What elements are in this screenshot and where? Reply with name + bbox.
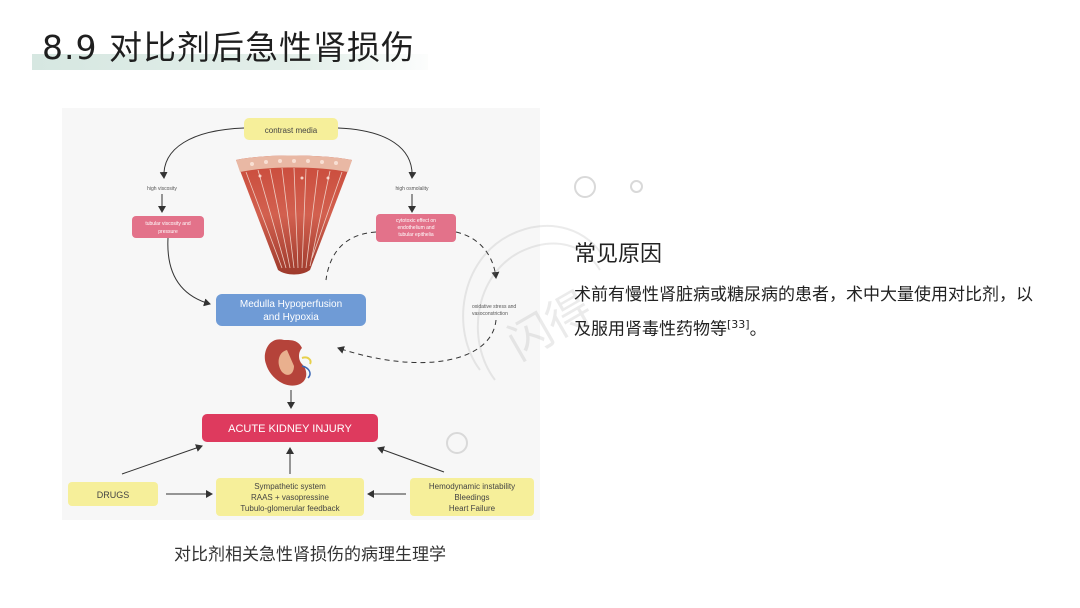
hemodynamic-line2: Bleedings bbox=[454, 493, 489, 502]
citation-ref[interactable]: [33] bbox=[727, 318, 750, 331]
cytotoxic-box bbox=[376, 214, 456, 242]
section-end-punct: 。 bbox=[749, 319, 767, 340]
arrow-tubular-to-medulla bbox=[167, 237, 211, 307]
medulla-line2: and Hypoxia bbox=[263, 312, 319, 323]
diagram-canvas: contrast media high viscosity high osmol… bbox=[68, 118, 534, 516]
decorative-circle-small bbox=[630, 180, 643, 193]
title-underline-band bbox=[32, 54, 428, 70]
arrow-hemodynamic-to-aki bbox=[377, 446, 445, 473]
tubular-viscosity-box bbox=[132, 216, 204, 238]
sympathetic-line1: Sympathetic system bbox=[254, 482, 326, 491]
arrow-to-osmolality bbox=[337, 127, 417, 179]
figure-caption: 对比剂相关急性肾损伤的病理生理学 bbox=[174, 545, 446, 565]
tubular-viscosity-line1: tubular viscosity and bbox=[145, 221, 191, 227]
high-osmolality-label: high osmolality bbox=[395, 186, 429, 192]
aki-box bbox=[202, 414, 378, 442]
contrast-media-box bbox=[244, 118, 338, 140]
dashed-curve-to-cytotoxic bbox=[325, 231, 377, 281]
dashed-arrow-to-medulla bbox=[337, 319, 497, 364]
sympathetic-line2: RAAS + vasopressine bbox=[251, 493, 330, 502]
oxidative-line2: vasoconstriction bbox=[472, 311, 508, 317]
oxidative-line1: oxidative stress and bbox=[472, 304, 516, 310]
sympathetic-box bbox=[216, 478, 364, 516]
watermark-stamp: 闪得 bbox=[440, 200, 620, 404]
medulla-hypoperfusion-box bbox=[216, 294, 366, 326]
section-body: 术前有慢性肾脏病或糖尿病的患者，术中大量使用对比剂，以及服用肾毒性药物等[33]… bbox=[574, 280, 1034, 345]
tubular-viscosity-line2: pressure bbox=[158, 229, 178, 235]
cytotoxic-line1: cytotoxic effect on bbox=[396, 218, 436, 224]
hemodynamic-box bbox=[410, 478, 534, 516]
sympathetic-line3: Tubulo-glomerular feedback bbox=[240, 504, 340, 513]
decorative-circle-medium bbox=[446, 432, 468, 454]
aki-label: ACUTE KIDNEY INJURY bbox=[228, 423, 352, 435]
page-title: 8.9 对比剂后急性肾损伤 bbox=[42, 28, 415, 67]
hemodynamic-line3: Heart Failure bbox=[449, 504, 496, 513]
decorative-circle-large bbox=[574, 176, 596, 198]
drugs-box bbox=[68, 482, 158, 506]
arrow-drugs-to-aki bbox=[121, 444, 203, 475]
cytotoxic-line3: tubular epithelia bbox=[398, 232, 434, 238]
section-body-text: 术前有慢性肾脏病或糖尿病的患者，术中大量使用对比剂，以及服用肾毒性药物等 bbox=[574, 285, 1033, 340]
renal-medulla-illustration bbox=[236, 155, 352, 275]
hemodynamic-line1: Hemodynamic instability bbox=[429, 482, 515, 491]
cytotoxic-line2: endothelium and bbox=[398, 225, 435, 231]
drugs-label: DRUGS bbox=[97, 490, 130, 500]
section-title: 常见原因 bbox=[574, 242, 663, 267]
contrast-media-label: contrast media bbox=[265, 126, 318, 135]
high-viscosity-label: high viscosity bbox=[147, 186, 177, 192]
watermark-icon: 闪得 bbox=[462, 225, 606, 381]
arrow-to-viscosity bbox=[159, 127, 245, 179]
kidney-icon bbox=[264, 339, 312, 386]
medulla-line1: Medulla Hypoperfusion bbox=[240, 299, 342, 310]
